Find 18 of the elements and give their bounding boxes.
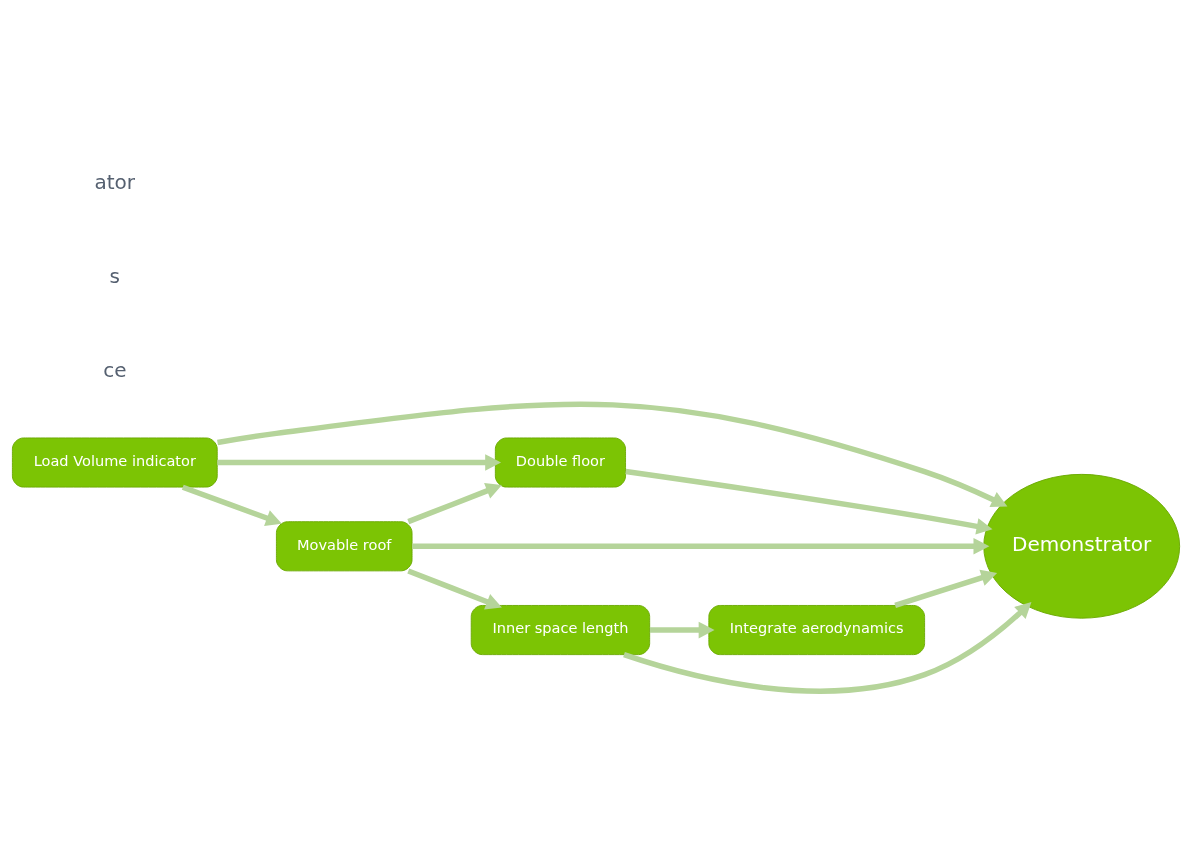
node-box: Double floor: [494, 437, 626, 488]
node-box: Movable roof: [275, 520, 413, 571]
arrow: [625, 468, 993, 535]
arrow: [407, 567, 502, 609]
arrow: [894, 569, 998, 608]
arrow: [181, 484, 282, 526]
arrow: [650, 621, 715, 638]
label: ce: [103, 357, 127, 382]
arrow: [623, 601, 1032, 694]
node-box: Integrate aerodynamics: [708, 604, 926, 655]
label: s: [109, 263, 121, 288]
arrow: [217, 401, 1008, 507]
arrow: [217, 453, 502, 471]
arrow: [412, 537, 990, 555]
arrow: [407, 482, 502, 524]
node-box: Load Volume indicator: [11, 437, 218, 488]
node-box: Inner space length: [470, 604, 651, 655]
label: ator: [94, 169, 136, 194]
